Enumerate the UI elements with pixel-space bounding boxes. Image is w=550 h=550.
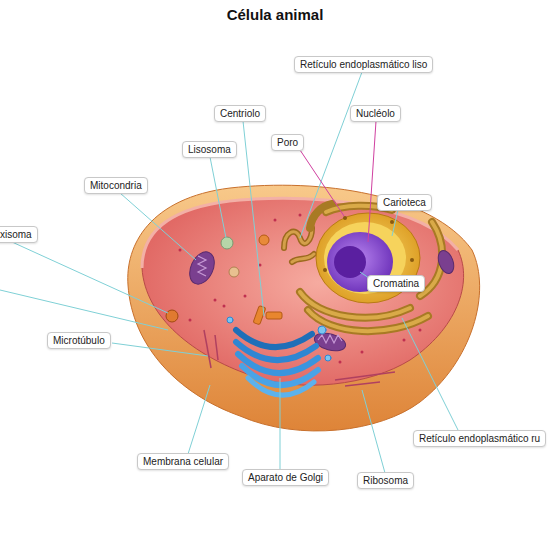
microtubule [335, 372, 395, 380]
label-text: Nucléolo [356, 107, 395, 120]
mitochondrion [185, 248, 219, 288]
label-box: Poro [271, 134, 304, 151]
microtubule [204, 330, 211, 368]
rough-er [300, 204, 442, 331]
leader-line [392, 210, 398, 236]
label-text: Retículo endoplasmático ru [419, 432, 540, 445]
ribosome [361, 351, 364, 354]
leader-line [402, 318, 462, 438]
leader-line [210, 157, 226, 238]
label-box: Ribosoma [357, 472, 414, 489]
label-text: Retículo endoplasmático liso [300, 58, 427, 71]
peroxisome [166, 310, 178, 322]
label-box: Lisosoma [182, 141, 237, 158]
smooth-er [284, 228, 314, 262]
label-box: Nucléolo [350, 105, 401, 122]
leader-line [12, 242, 168, 313]
label-box: Cromatina [367, 275, 425, 292]
leader-line [300, 150, 344, 216]
ribosome [419, 329, 422, 332]
cytoplasm-face [142, 198, 464, 385]
centrioles [253, 306, 282, 325]
label-text: Ribosoma [363, 474, 408, 487]
golgi-vesicle [227, 317, 233, 323]
label-text: Carioteca [383, 196, 426, 209]
leader-line [0, 290, 168, 330]
label-text: Membrana celular [143, 455, 223, 468]
vesicle [259, 235, 269, 245]
nuclear-pore [410, 258, 414, 262]
leader-line [188, 385, 210, 454]
leader-line [243, 121, 264, 316]
ribosome [403, 339, 406, 342]
label-box: Mitocondria [84, 177, 148, 194]
label-text: xisoma [0, 228, 32, 241]
golgi-cisterna [236, 342, 316, 360]
label-box: Retículo endoplasmático liso [294, 56, 433, 73]
golgi-vesicle [325, 355, 331, 361]
rough-er-light [300, 206, 442, 331]
microtubules [204, 330, 395, 386]
mitochondrion-cristae [318, 335, 342, 343]
vesicle [229, 267, 239, 277]
label-text: Lisosoma [188, 143, 231, 156]
leader-line [300, 72, 362, 238]
leader-line [120, 193, 196, 260]
lysosome [221, 237, 233, 249]
label-box: Centriolo [214, 105, 266, 122]
label-text: Centriolo [220, 107, 260, 120]
centriole [266, 312, 282, 319]
nuclear-pore [343, 216, 347, 220]
ribosome [223, 305, 226, 308]
label-text: Aparato de Golgi [248, 471, 323, 484]
label-text: Mitocondria [90, 179, 142, 192]
leader-line [362, 390, 385, 473]
leader-line [280, 378, 281, 470]
smooth-er-tube [292, 254, 314, 262]
golgi-apparatus [227, 317, 331, 395]
leader-line [368, 121, 376, 242]
leader-lines-nucleus [300, 121, 376, 242]
cell-membrane [128, 185, 480, 431]
leader-line [112, 343, 208, 356]
golgi-cisterna [248, 378, 314, 395]
microtubule [215, 335, 218, 360]
rough-er-band [310, 204, 332, 228]
golgi-cisterna [236, 330, 312, 347]
label-text: Poro [277, 136, 298, 149]
label-box: Retículo endoplasmático ru [413, 430, 546, 447]
mitochondrion [312, 330, 347, 354]
smooth-er-tube [292, 254, 314, 262]
ribosome [299, 214, 302, 217]
ribosomes [179, 214, 422, 364]
nuclear-pore [323, 268, 327, 272]
ribosome [244, 295, 247, 298]
label-text: Microtúbulo [53, 334, 105, 347]
diagram-title: Célula animal [0, 6, 550, 23]
smooth-er-light [284, 228, 314, 262]
ribosome [339, 361, 342, 364]
label-box: Carioteca [377, 194, 432, 211]
mitochondrion [435, 248, 456, 275]
label-text: Cromatina [373, 277, 419, 290]
mitochondrion-cristae [198, 256, 206, 276]
nuclear-pores [323, 216, 414, 272]
label-box: Membrana celular [137, 453, 229, 470]
ribosome [274, 219, 277, 222]
label-box: Microtúbulo [47, 332, 111, 349]
ribosome [214, 299, 217, 302]
leader-lines [0, 72, 462, 473]
ribosome [179, 249, 182, 252]
golgi-vesicle [318, 326, 326, 334]
mitochondria [185, 248, 457, 354]
microtubule [345, 382, 380, 386]
ribosome [189, 319, 192, 322]
label-box: Aparato de Golgi [242, 469, 329, 486]
nuclear-pore [390, 220, 394, 224]
label-box: xisoma [0, 226, 38, 243]
